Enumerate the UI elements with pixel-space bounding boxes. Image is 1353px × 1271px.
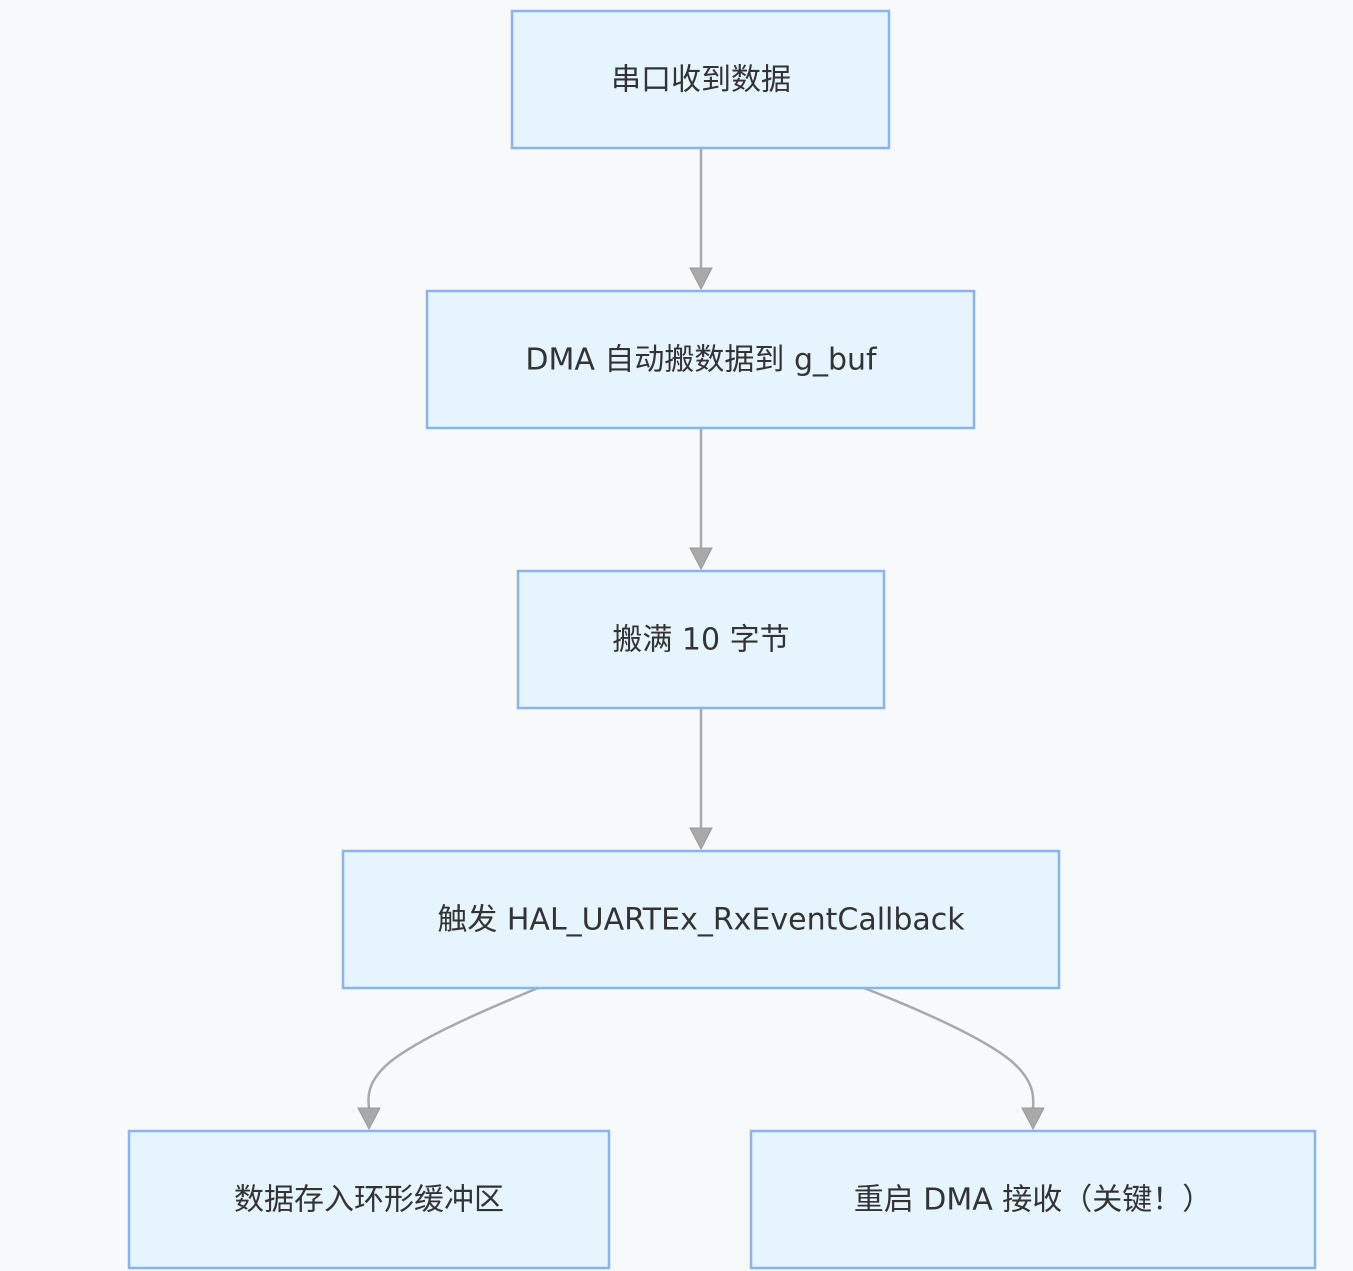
node-box [425, 289, 976, 430]
arrowhead-icon [357, 1107, 381, 1131]
edge-callback-to-ringbuffer [367, 986, 539, 1109]
node-ring-buffer: 数据存入环形缓冲区 [127, 1129, 611, 1270]
node-serial-received: 串口收到数据 [510, 9, 891, 150]
node-box [749, 1129, 1317, 1270]
node-label: 触发 HAL_UARTEx_RxEventCallback [437, 903, 965, 938]
node-box [127, 1129, 611, 1270]
arrowhead-icon [1021, 1107, 1045, 1131]
node-label: 重启 DMA 接收（关键！） [854, 1183, 1213, 1218]
node-box [341, 849, 1061, 990]
node-trigger-callback: 触发 HAL_UARTEx_RxEventCallback [341, 849, 1061, 990]
edge-callback-to-restart [863, 986, 1035, 1109]
node-restart-dma: 重启 DMA 接收（关键！） [749, 1129, 1317, 1270]
node-dma-transfer: DMA 自动搬数据到 g_buf [425, 289, 976, 430]
node-label: DMA 自动搬数据到 g_buf [525, 343, 878, 378]
node-box [516, 569, 886, 710]
arrowhead-icon [689, 267, 713, 291]
node-label: 数据存入环形缓冲区 [234, 1183, 504, 1218]
node-label: 搬满 10 字节 [612, 623, 789, 658]
node-buffer-full: 搬满 10 字节 [516, 569, 886, 710]
node-label: 串口收到数据 [611, 63, 791, 98]
arrowhead-icon [689, 827, 713, 851]
node-box [510, 9, 891, 150]
arrowhead-icon [689, 547, 713, 571]
edges [357, 149, 1045, 1131]
